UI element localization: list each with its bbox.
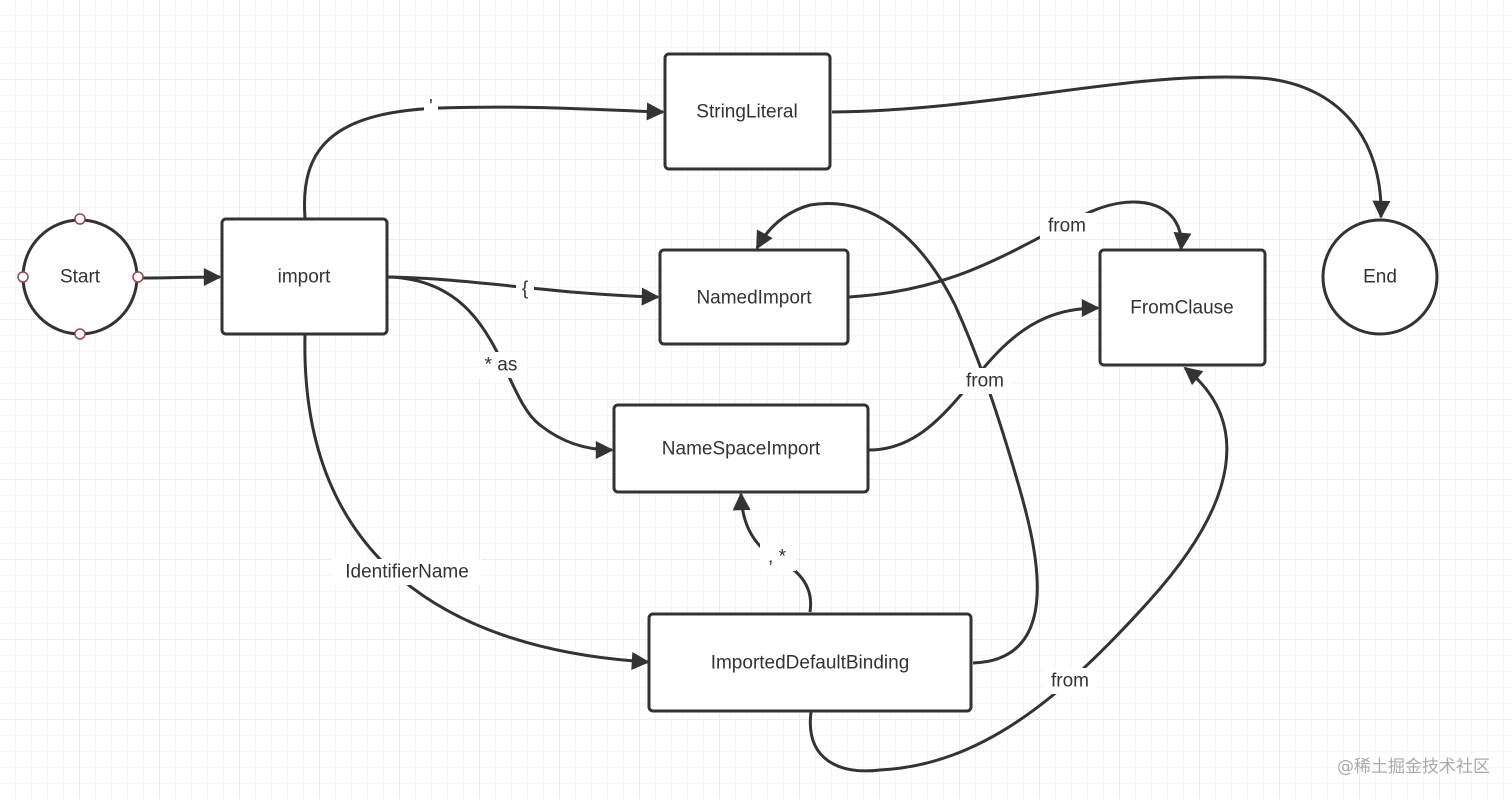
edge-string-literal-to-end (831, 75, 1391, 219)
edge-import-to-imported-default-binding (303, 334, 650, 670)
node-imported-default-binding[interactable]: ImportedDefaultBinding (647, 612, 973, 713)
node-from-clause[interactable]: FromClause (1098, 248, 1267, 367)
node-name-space-import-label: NameSpaceImport (662, 439, 821, 460)
connection-port[interactable] (74, 213, 86, 225)
node-named-import-label: NamedImport (696, 288, 812, 309)
edge-import-to-string-literal (302, 102, 665, 219)
connection-port[interactable] (17, 271, 29, 283)
node-end[interactable]: End (1321, 218, 1439, 336)
watermark: @稀土掘金技术社区 (1337, 757, 1490, 777)
node-import[interactable]: import (220, 217, 389, 336)
edge-label-identifier-name: IdentifierName (345, 562, 469, 583)
connection-port[interactable] (132, 271, 144, 283)
edge-label-comma-star: , * (768, 547, 787, 568)
node-import-label: import (278, 267, 332, 288)
edge-name-space-import-to-from-clause (868, 299, 1100, 452)
edge-label-from-named: from (1048, 216, 1086, 237)
edge-label-from-namespace: from (966, 371, 1004, 392)
edge-label-from-default: from (1051, 671, 1089, 692)
node-end-label: End (1363, 267, 1397, 288)
edge-import-to-name-space-import (387, 275, 614, 459)
node-imported-default-binding-label: ImportedDefaultBinding (711, 653, 910, 674)
node-start[interactable]: Start (17, 213, 144, 340)
node-from-clause-label: FromClause (1130, 298, 1233, 319)
edge-label-quote: ' (429, 97, 433, 118)
edge-imported-default-binding-to-named-import (755, 202, 1039, 665)
edge-label-brace: { (522, 279, 529, 300)
node-string-literal[interactable]: StringLiteral (663, 52, 832, 171)
node-string-literal-label: StringLiteral (696, 102, 797, 123)
node-start-label: Start (60, 267, 101, 288)
connection-port[interactable] (74, 328, 86, 340)
edge-label-star-as: * as (485, 355, 518, 376)
edge-labels: ' { * as IdentifierName from from , * fr… (332, 96, 1097, 694)
node-name-space-import[interactable]: NameSpaceImport (612, 403, 870, 494)
edge-start-to-import (137, 268, 222, 287)
node-named-import[interactable]: NamedImport (658, 248, 850, 346)
